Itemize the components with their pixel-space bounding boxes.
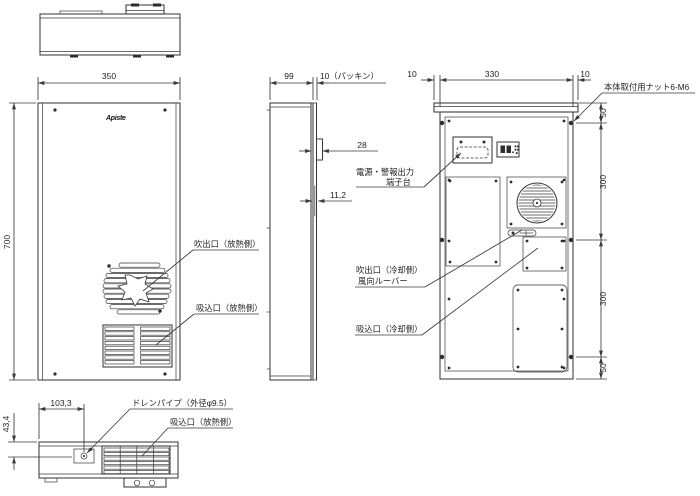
rear-fan-panel bbox=[506, 176, 567, 229]
rear-flange bbox=[433, 102, 579, 113]
front-view: Apiste bbox=[2, 71, 262, 381]
dim-text-50-bottom: 50 bbox=[598, 363, 608, 373]
dim-front-height: 700 bbox=[2, 102, 36, 381]
svg-text:風向ルーバー: 風向ルーバー bbox=[358, 276, 408, 286]
screw bbox=[158, 309, 162, 313]
mounting-nut bbox=[439, 354, 445, 360]
dim-text-700: 700 bbox=[2, 235, 12, 249]
bottom-louver-vent bbox=[101, 445, 171, 475]
dim-text-300-upper: 300 bbox=[598, 175, 608, 189]
label-mounting-nut: 本体取付用ナット6-M6 bbox=[573, 82, 695, 122]
top-view-terminal-cover bbox=[125, 4, 165, 15]
dim-side-plate: 11,2 bbox=[300, 185, 352, 217]
dim-rear-right: 50 300 300 50 bbox=[576, 102, 608, 380]
svg-text:電源・警報出力: 電源・警報出力 bbox=[356, 167, 414, 177]
screw bbox=[53, 372, 57, 376]
top-view-tab bbox=[59, 10, 103, 15]
top-view bbox=[39, 3, 181, 58]
screw bbox=[107, 264, 111, 268]
svg-text:吹出口（冷却側）: 吹出口（冷却側） bbox=[356, 265, 422, 275]
rear-edge-screws bbox=[447, 119, 566, 370]
controller-display bbox=[496, 141, 520, 158]
rear-fan bbox=[516, 182, 558, 224]
terminal-block bbox=[452, 136, 493, 164]
dim-text-packing: 10（パッキン） bbox=[320, 71, 379, 81]
label-terminal: 電源・警報出力 端子台 bbox=[356, 152, 462, 188]
dim-text-103-3: 103,3 bbox=[50, 398, 72, 408]
fan-cutout bbox=[117, 274, 154, 307]
dim-rear-top: 10 330 10 bbox=[407, 69, 591, 107]
dim-text-50-top: 50 bbox=[598, 108, 608, 118]
side-duct-bracket bbox=[315, 138, 324, 161]
rear-view: 10 330 10 50 300 300 50 本体取付用ナット6-M6 電源 bbox=[355, 69, 695, 380]
dim-text-330: 330 bbox=[485, 69, 499, 79]
dim-text-28: 28 bbox=[357, 140, 367, 150]
mounting-nut bbox=[568, 237, 574, 243]
bottom-terminal-cover bbox=[123, 477, 167, 488]
dim-bottom-x: 103,3 bbox=[38, 398, 85, 452]
front-panel bbox=[37, 102, 181, 381]
bottom-body bbox=[38, 441, 179, 479]
svg-text:吹出口（放熱側）: 吹出口（放熱側） bbox=[194, 239, 260, 249]
brand-logo: Apiste bbox=[105, 115, 126, 122]
front-louver-vent bbox=[102, 324, 173, 368]
dim-text-10-right: 10 bbox=[580, 69, 590, 79]
dim-text-300-lower: 300 bbox=[598, 292, 608, 306]
dim-text-43-4: 43,4 bbox=[1, 415, 11, 432]
label-rear-inlet: 吸込口（冷却側） bbox=[355, 247, 539, 336]
bottom-view: 103,3 43,4 ドレンパイプ（外径φ9.5） 吸込口（放熱側） bbox=[1, 398, 236, 488]
dim-text-11-2: 11,2 bbox=[330, 190, 346, 200]
svg-text:吸込口（冷却側）: 吸込口（冷却側） bbox=[356, 324, 422, 334]
screw bbox=[163, 108, 167, 112]
rear-left-panel bbox=[445, 176, 501, 267]
mounting-nut bbox=[439, 120, 445, 126]
label-rear-outlet: 吹出口（冷却側） 風向ルーバー bbox=[355, 229, 523, 288]
side-body bbox=[269, 102, 312, 381]
dim-text-350: 350 bbox=[102, 71, 116, 81]
rear-inlet-panel bbox=[512, 284, 568, 373]
dim-bottom-y: 43,4 bbox=[1, 413, 72, 470]
dim-front-width: 350 bbox=[37, 71, 181, 100]
dim-text-99: 99 bbox=[284, 71, 294, 81]
svg-text:端子台: 端子台 bbox=[386, 177, 411, 187]
svg-text:ドレンパイプ（外径φ9.5）: ドレンパイプ（外径φ9.5） bbox=[132, 398, 232, 408]
louver-handle bbox=[507, 229, 537, 237]
dim-side-depth: 99 10（パッキン） bbox=[269, 71, 386, 100]
rear-body bbox=[439, 111, 574, 380]
label-front-inlet: 吸込口（放熱側） bbox=[155, 303, 262, 346]
label-drain-pipe: ドレンパイプ（外径φ9.5） bbox=[86, 398, 233, 454]
mounting-nut bbox=[439, 237, 445, 243]
rear-mid-panel bbox=[522, 236, 567, 272]
side-view: 99 10（パッキン） 28 11,2 bbox=[266, 71, 386, 381]
screw bbox=[163, 372, 167, 376]
svg-text:吸込口（放熱側）: 吸込口（放熱側） bbox=[170, 417, 236, 427]
svg-text:本体取付用ナット6-M6: 本体取付用ナット6-M6 bbox=[604, 82, 690, 92]
mounting-nut bbox=[568, 354, 574, 360]
label-bottom-inlet: 吸込口（放熱側） bbox=[141, 417, 236, 457]
front-fan-grille bbox=[102, 262, 172, 315]
foot bbox=[44, 477, 58, 483]
dim-side-duct: 28 bbox=[299, 140, 378, 153]
dim-text-10-left: 10 bbox=[407, 69, 417, 79]
svg-text:吸込口（放熱側）: 吸込口（放熱側） bbox=[196, 303, 262, 313]
mounting-nut bbox=[568, 120, 574, 126]
top-view-body bbox=[39, 13, 181, 56]
screw bbox=[53, 108, 57, 112]
label-front-outlet: 吹出口（放熱側） bbox=[142, 239, 260, 292]
